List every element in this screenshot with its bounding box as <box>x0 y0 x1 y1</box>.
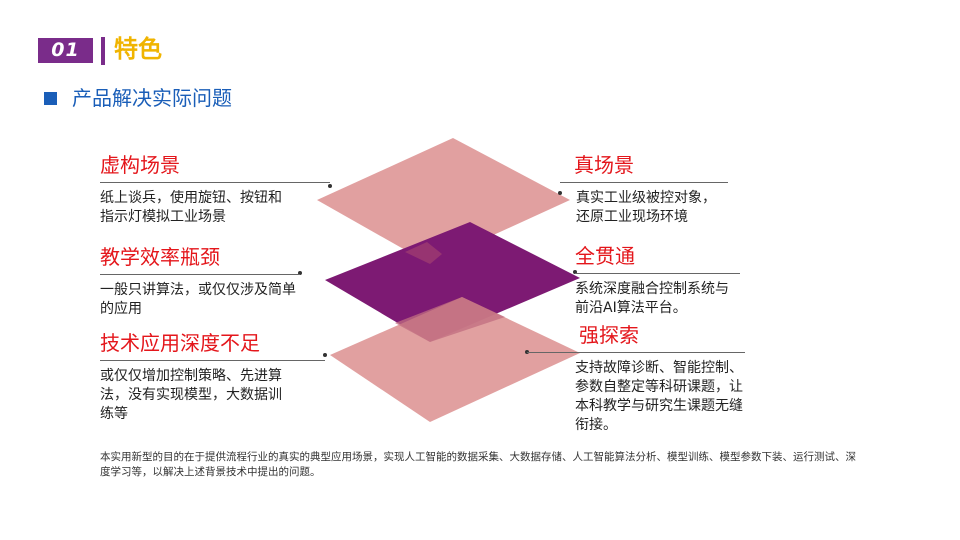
left-item-heading: 教学效率瓶颈 <box>100 245 220 269</box>
left-item-3: 技术应用深度不足 或仅仅增加控制策略、先进算法，没有实现模型，大数据训练等 <box>100 330 325 424</box>
leader-dot-right-1 <box>558 191 562 195</box>
subtitle: 产品解决实际问题 <box>72 86 232 110</box>
footer-description: 本实用新型的目的在于提供流程行业的真实的典型应用场景，实现人工智能的数据采集、大… <box>100 451 856 478</box>
diamond-layer-middle <box>325 222 580 342</box>
right-item-body: 系统深度融合控制系统与前沿AI算法平台。 <box>575 281 729 316</box>
right-item-body: 真实工业级被控对象，还原工业现场环境 <box>576 190 716 225</box>
left-item-2: 教学效率瓶颈 一般只讲算法，或仅仅涉及简单的应用 <box>100 244 300 319</box>
title-divider <box>101 37 105 65</box>
left-item-rule <box>100 182 330 183</box>
page-title: 特色 <box>114 35 162 63</box>
leader-dot-left-3 <box>323 353 327 357</box>
section-number-badge: 01 <box>38 38 93 63</box>
right-item-body: 支持故障诊断、智能控制、参数自整定等科研课题，让本科教学与研究生课题无缝衔接。 <box>575 360 743 433</box>
diamond-layer-bottom <box>330 297 580 422</box>
diamond-overlap-bottom <box>395 297 505 342</box>
right-item-1: 真场景 真实工业级被控对象，还原工业现场环境 <box>560 152 728 227</box>
right-item-rule <box>575 273 740 274</box>
right-item-3: 强探索 支持故障诊断、智能控制、参数自整定等科研课题，让本科教学与研究生课题无缝… <box>527 322 745 435</box>
right-item-rule <box>527 352 745 353</box>
leader-dot-left-1 <box>328 184 332 188</box>
right-item-heading: 强探索 <box>579 323 639 347</box>
left-item-rule <box>100 360 325 361</box>
left-item-1: 虚构场景 纸上谈兵，使用旋钮、按钮和指示灯模拟工业场景 <box>100 152 330 227</box>
diamond-layer-top <box>317 138 570 264</box>
left-item-body: 一般只讲算法，或仅仅涉及简单的应用 <box>100 282 296 317</box>
left-item-body: 或仅仅增加控制策略、先进算法，没有实现模型，大数据训练等 <box>100 368 282 422</box>
right-item-2: 全贯通 系统深度融合控制系统与前沿AI算法平台。 <box>575 243 740 318</box>
right-item-rule <box>560 182 728 183</box>
bullet-square-icon <box>44 92 57 105</box>
right-item-heading: 真场景 <box>574 153 634 177</box>
left-item-body: 纸上谈兵，使用旋钮、按钮和指示灯模拟工业场景 <box>100 190 282 225</box>
left-item-rule <box>100 274 300 275</box>
right-item-heading: 全贯通 <box>575 244 635 268</box>
diamond-overlap-top <box>405 242 442 264</box>
left-item-heading: 虚构场景 <box>100 153 180 177</box>
left-item-heading: 技术应用深度不足 <box>100 331 260 355</box>
